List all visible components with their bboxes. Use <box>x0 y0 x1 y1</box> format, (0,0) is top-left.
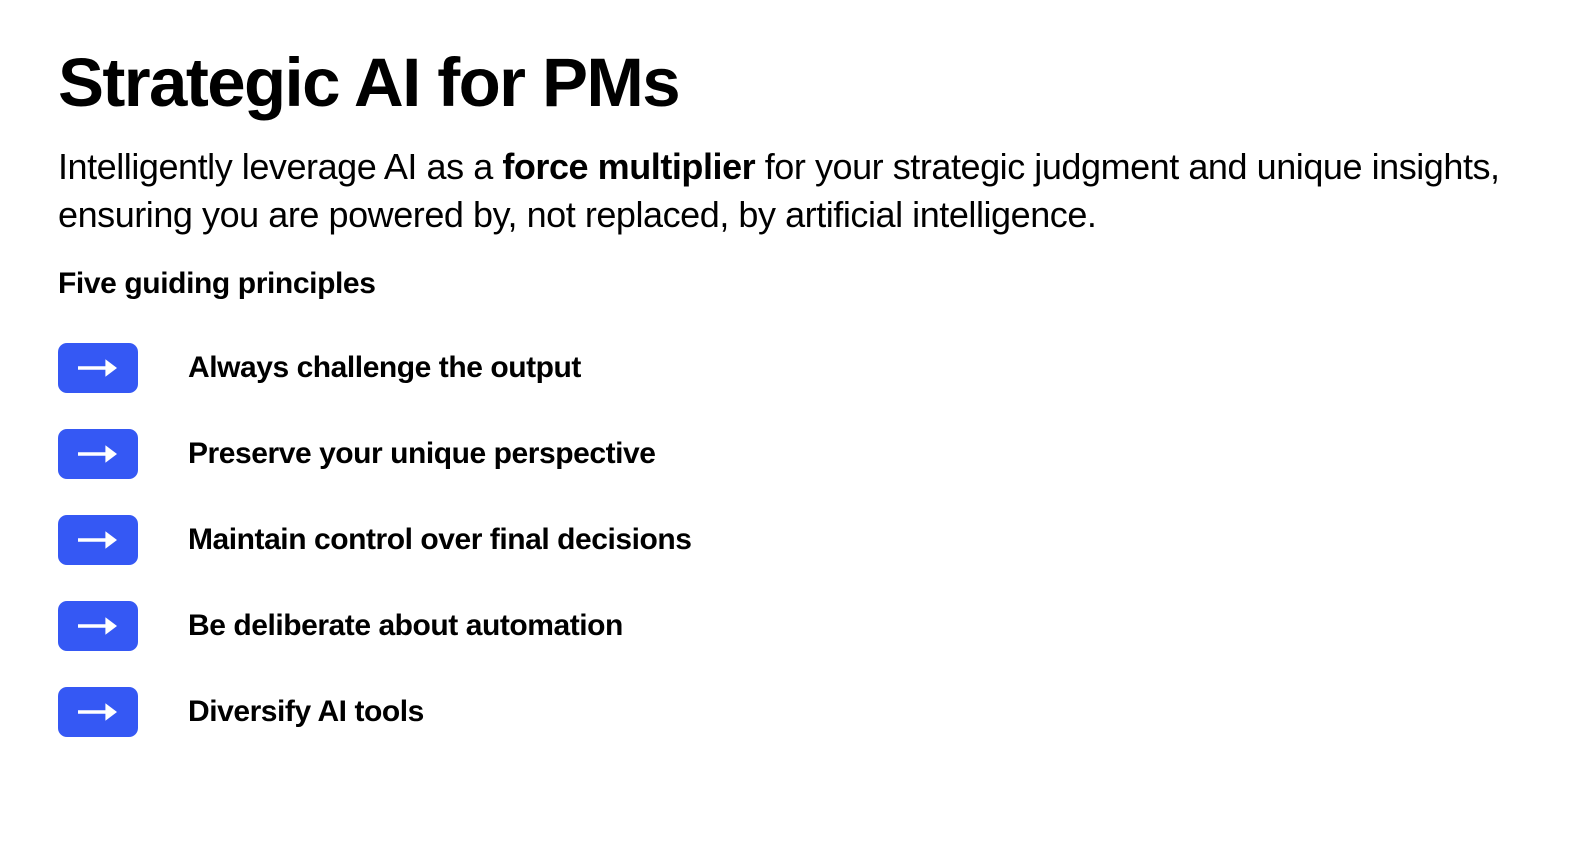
page-title: Strategic AI for PMs <box>58 44 681 121</box>
subtitle-text-tail: for your strategic judgment and unique i… <box>58 146 1500 236</box>
principle-label: Diversify AI tools <box>188 695 424 729</box>
subtitle-text-lead: Intelligently leverage AI as a <box>58 146 503 187</box>
principle-label: Always challenge the output <box>188 351 581 385</box>
section-heading: Five guiding principles <box>58 267 376 301</box>
list-item: Always challenge the output <box>58 343 1512 394</box>
principle-label: Be deliberate about automation <box>188 609 623 643</box>
subtitle-emphasis: force multiplier <box>502 146 756 187</box>
arrow-right-icon <box>58 429 138 480</box>
list-item: Maintain control over final decisions <box>58 515 1512 566</box>
principles-list: Always challenge the output Preserve you… <box>58 302 1512 738</box>
arrow-right-icon <box>58 343 138 394</box>
arrow-right-icon <box>58 601 138 652</box>
list-item: Preserve your unique perspective <box>58 429 1512 480</box>
principle-label: Maintain control over final decisions <box>188 523 692 557</box>
list-item: Diversify AI tools <box>58 687 1512 738</box>
list-item: Be deliberate about automation <box>58 601 1512 652</box>
principle-label: Preserve your unique perspective <box>188 437 656 471</box>
subtitle-paragraph: Intelligently leverage AI as a force mul… <box>58 117 1512 239</box>
arrow-right-icon <box>58 515 138 566</box>
arrow-right-icon <box>58 687 138 738</box>
